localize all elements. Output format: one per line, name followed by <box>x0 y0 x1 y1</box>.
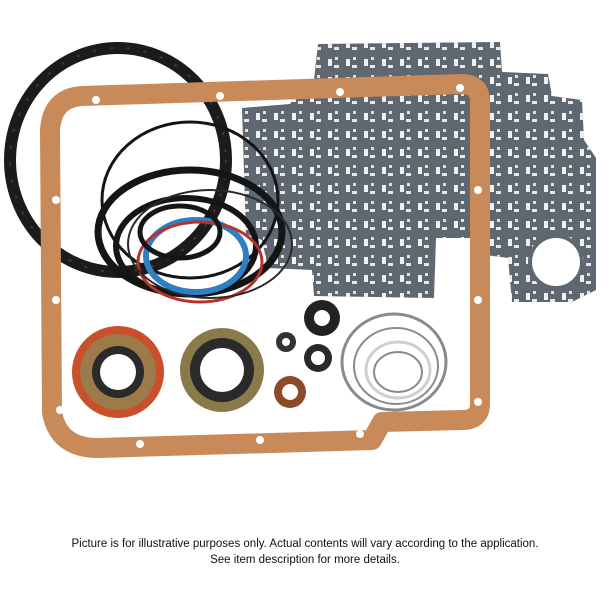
sealing-rings <box>340 312 448 412</box>
shaft-seal-right <box>180 328 264 412</box>
pan-gasket <box>40 74 490 458</box>
disclaimer-line-1: Picture is for illustrative purposes onl… <box>71 538 539 550</box>
small-seals <box>274 300 340 408</box>
large-o-ring <box>100 120 280 280</box>
shaft-seal-left <box>72 326 164 418</box>
valve-body-gasket <box>242 42 596 302</box>
o-ring-stack <box>94 166 293 304</box>
product-photo <box>4 42 596 458</box>
disclaimer-line-2: See item description for more details. <box>210 554 400 566</box>
disclaimer-caption: Picture is for illustrative purposes onl… <box>0 536 610 568</box>
